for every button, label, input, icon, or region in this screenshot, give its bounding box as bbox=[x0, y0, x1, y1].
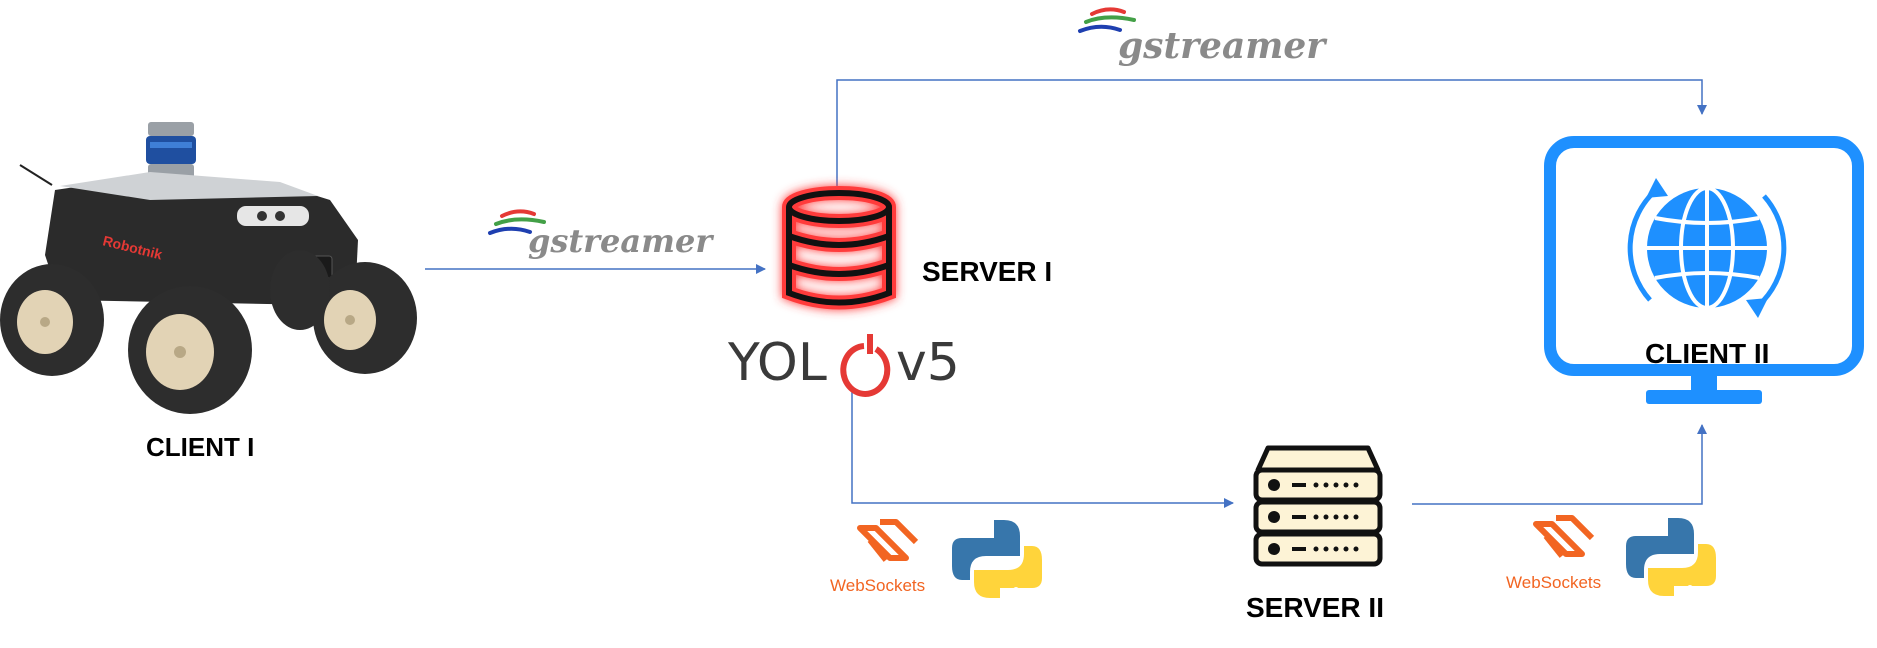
gstreamer-logo-left: gstreamer bbox=[488, 209, 714, 260]
gstreamer-logo-top: gstreamer bbox=[1078, 7, 1328, 67]
client1-label: CLIENT I bbox=[146, 432, 254, 462]
server1-label: SERVER I bbox=[922, 256, 1052, 287]
yolov5-text-suffix: v5 bbox=[896, 333, 960, 393]
server2-label: SERVER II bbox=[1246, 592, 1384, 623]
edge-server2-to-client2 bbox=[1412, 424, 1707, 505]
client2-label: CLIENT II bbox=[1645, 338, 1769, 369]
yolov5-o-glyph bbox=[840, 334, 891, 397]
robot-illustration: Robotnik bbox=[0, 122, 417, 414]
monitor-icon bbox=[1544, 136, 1864, 404]
database-icon-outline bbox=[786, 190, 892, 306]
yolov5-text-prefix: YOL bbox=[727, 333, 827, 393]
yolov5-logo: YOL v5 bbox=[727, 333, 960, 397]
python-logo-right bbox=[1626, 518, 1716, 596]
gstreamer-text-left: gstreamer bbox=[528, 222, 714, 260]
websockets-text-left: WebSockets bbox=[830, 576, 925, 595]
gstreamer-text-top: gstreamer bbox=[1118, 25, 1328, 67]
connectors bbox=[425, 79, 1707, 508]
websockets-logo-right: WebSockets bbox=[1506, 515, 1601, 592]
edge-server1-to-client2-top bbox=[836, 79, 1707, 186]
websockets-text-right: WebSockets bbox=[1506, 573, 1601, 592]
edge-server1-to-server2 bbox=[851, 388, 1234, 508]
websockets-logo-left: WebSockets bbox=[830, 519, 925, 595]
server-rack-icon bbox=[1253, 445, 1383, 567]
python-logo-left bbox=[952, 520, 1042, 598]
globe-icon bbox=[1627, 178, 1787, 318]
